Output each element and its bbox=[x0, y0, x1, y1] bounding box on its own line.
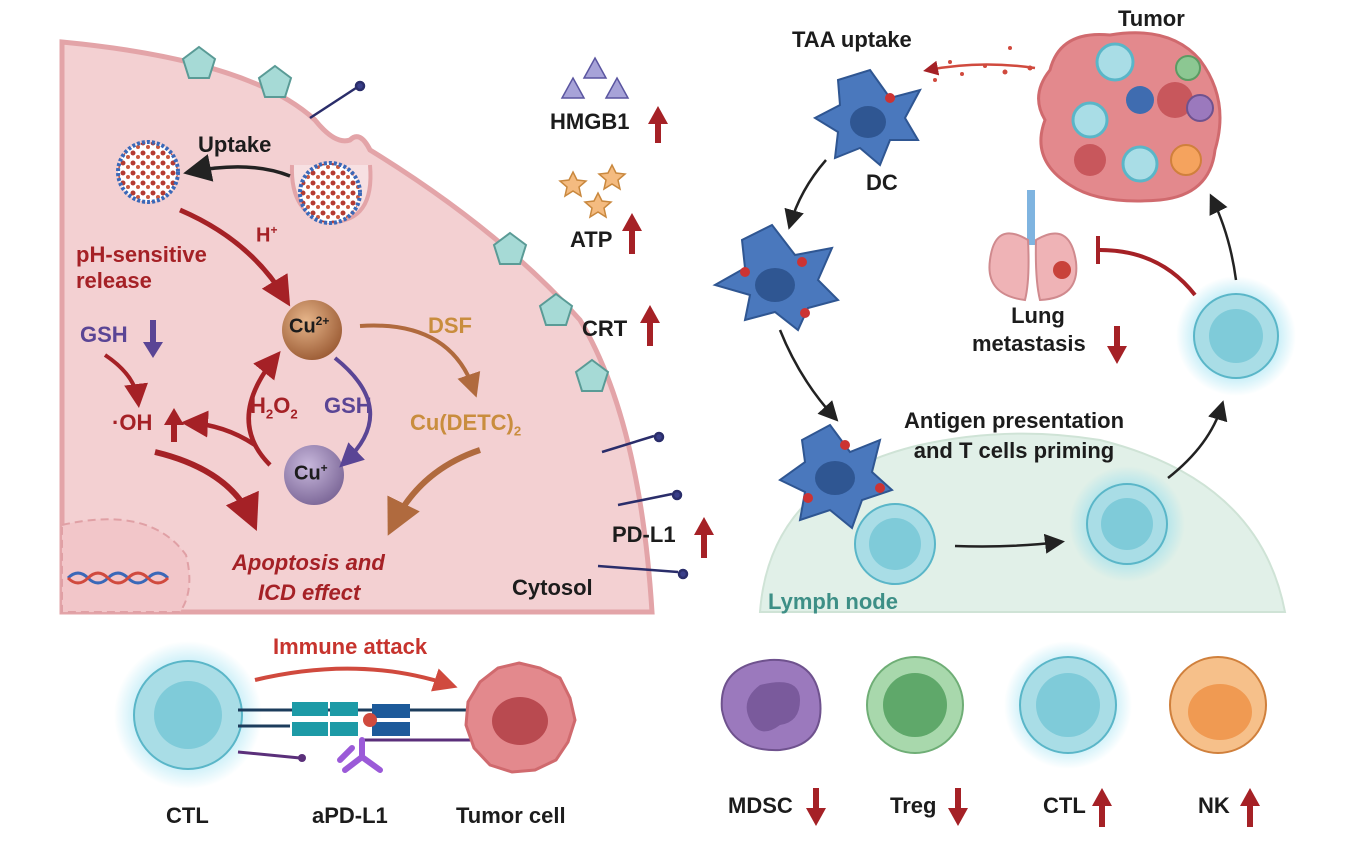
nanoparticle-icon bbox=[116, 140, 362, 225]
dsf-label: DSF bbox=[428, 313, 472, 338]
dendritic-cell-icon bbox=[778, 423, 894, 530]
up-arrow-icon bbox=[164, 106, 714, 558]
taa-uptake-arrow bbox=[923, 60, 1036, 76]
star-atp-icon bbox=[558, 163, 627, 219]
ctl-bottom-label: CTL bbox=[166, 803, 209, 828]
lung-label-2: metastasis bbox=[972, 331, 1086, 356]
gsh-left-label: GSH bbox=[80, 322, 128, 347]
immune-attack-arrow bbox=[254, 666, 458, 692]
lymph-node-label: Lymph node bbox=[768, 589, 898, 614]
t-cell-icon bbox=[854, 503, 936, 585]
antigen-label-1: Antigen presentation bbox=[903, 408, 1125, 433]
antigen-label-2: and T cells priming bbox=[913, 438, 1115, 463]
t-cell-icon bbox=[1176, 276, 1296, 396]
mdsc-icon bbox=[720, 658, 822, 752]
treg-icon bbox=[866, 656, 964, 754]
dsf-arrow bbox=[359, 323, 481, 398]
lung-label-1: Lung bbox=[1011, 303, 1065, 328]
treg-label: Treg bbox=[890, 793, 937, 818]
inhibition-arrow bbox=[1099, 248, 1197, 297]
dna-icon bbox=[66, 571, 170, 585]
apdl1-label: aPD-L1 bbox=[312, 803, 388, 828]
ph-release-label-2: release bbox=[76, 268, 152, 293]
apoptosis-label-1: Apoptosis and bbox=[232, 550, 385, 575]
cu1-label: Cu+ bbox=[294, 461, 328, 485]
tcr-mhc-complex-icon bbox=[237, 702, 470, 762]
immune-attack-label: Immune attack bbox=[273, 634, 428, 659]
cu2-label: Cu2+ bbox=[289, 314, 330, 338]
dendritic-cell-icon bbox=[812, 68, 922, 167]
hmgb1-label: HMGB1 bbox=[550, 109, 630, 134]
tumor-cell-icon bbox=[464, 661, 577, 774]
mdsc-label: MDSC bbox=[728, 793, 793, 818]
h2o2-oxidation-arrow bbox=[246, 350, 281, 467]
dc-label: DC bbox=[866, 170, 898, 195]
cu1-ion-icon bbox=[284, 445, 344, 505]
tumor-label: Tumor bbox=[1118, 6, 1185, 31]
legend-arrows bbox=[806, 326, 1260, 827]
antibody-icon bbox=[337, 737, 383, 773]
lung-icon bbox=[988, 190, 1078, 302]
gsh-reduction-arrow bbox=[333, 356, 372, 468]
oh-to-apoptosis-arrow bbox=[154, 449, 259, 531]
apoptosis-label-2: ICD effect bbox=[258, 580, 361, 605]
cytosol-label: Cytosol bbox=[512, 575, 593, 600]
uptake-label: Uptake bbox=[198, 132, 272, 157]
t-cell-icon bbox=[1069, 466, 1185, 582]
oh-generation-arrow bbox=[181, 410, 257, 447]
tumor-cell-label: Tumor cell bbox=[456, 803, 566, 828]
gsh-to-oh-arrow bbox=[103, 353, 148, 408]
pentagon-crt-icon bbox=[181, 45, 610, 392]
taa-uptake-label: TAA uptake bbox=[792, 27, 912, 52]
pd-l1-receptor-icon bbox=[309, 80, 689, 580]
ctl-right-label: CTL bbox=[1043, 793, 1086, 818]
tumor-cell-body bbox=[59, 39, 655, 615]
nk-icon bbox=[1169, 656, 1267, 754]
uptake-arrow bbox=[183, 154, 291, 182]
tumor-mass-icon bbox=[1037, 31, 1222, 203]
ctl-icon bbox=[114, 641, 262, 789]
dendritic-cell-icon bbox=[712, 223, 840, 332]
detc-to-apoptosis-arrow bbox=[387, 447, 481, 536]
h2o2-label: H2O2 bbox=[250, 393, 298, 422]
down-arrow-icon bbox=[143, 320, 163, 358]
nk-label: NK bbox=[1198, 793, 1230, 818]
ctl-legend-icon bbox=[1004, 641, 1132, 769]
gsh-mid-label: GSH bbox=[324, 393, 372, 418]
ph-release-arrow bbox=[179, 207, 291, 307]
cu-detc-label: Cu(DETC)2 bbox=[410, 410, 522, 439]
cu2-ion-icon bbox=[282, 300, 342, 360]
ph-release-label-1: pH-sensitive bbox=[76, 242, 207, 267]
crt-label: CRT bbox=[582, 316, 628, 341]
h-plus-label: H+ bbox=[256, 223, 278, 247]
atp-label: ATP bbox=[570, 227, 613, 252]
oh-label: ·OH bbox=[112, 410, 153, 435]
cycle-arrows bbox=[778, 159, 1238, 554]
pdl1-label: PD-L1 bbox=[612, 522, 676, 547]
triangle-hmgb1-icon bbox=[560, 56, 630, 99]
